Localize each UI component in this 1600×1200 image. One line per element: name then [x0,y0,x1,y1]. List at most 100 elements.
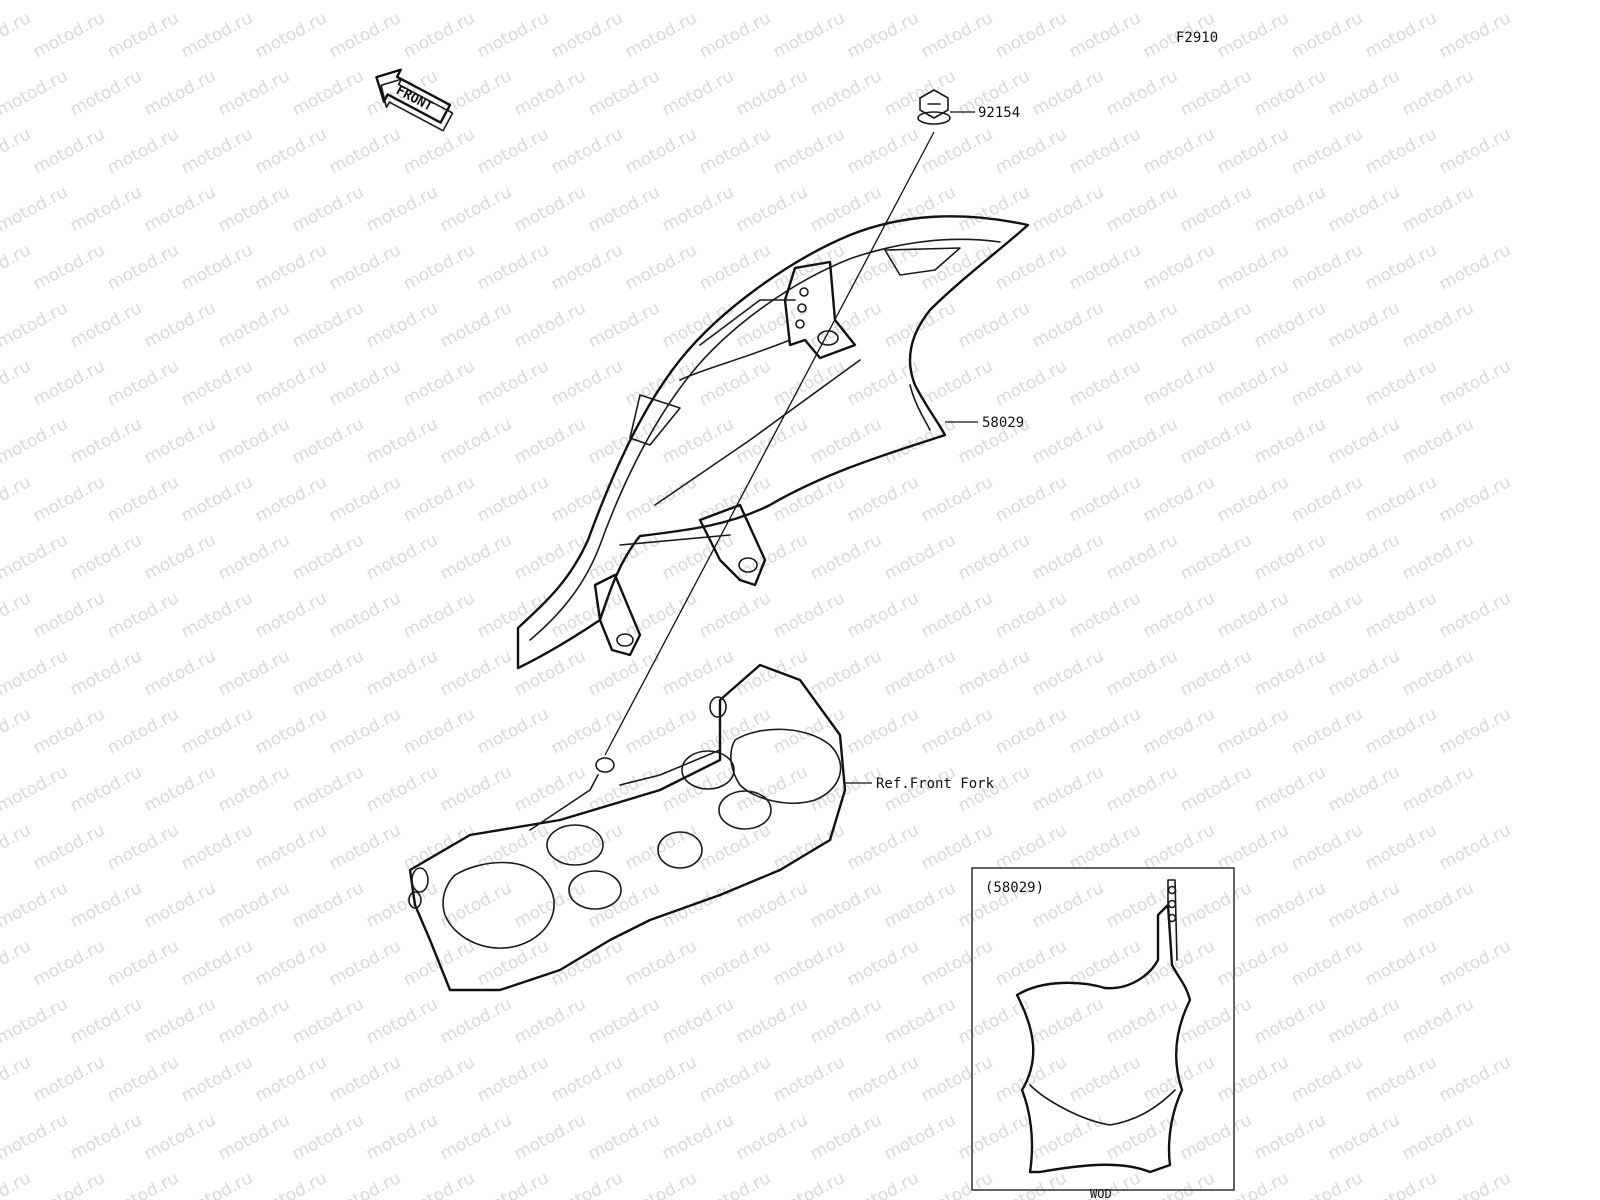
watermark-text: motod.ru [918,1168,996,1200]
watermark-text: motod.ru [696,8,774,62]
watermark-text: motod.ru [141,0,219,4]
watermark-text: motod.ru [548,240,626,294]
watermark-text: motod.ru [474,472,552,526]
watermark-text: motod.ru [844,936,922,990]
watermark-text: motod.ru [400,240,478,294]
callout-58029: 58029 [982,415,1024,431]
watermark-text: motod.ru [511,182,589,236]
watermark-text: motod.ru [326,356,404,410]
watermark-text: motod.ru [474,240,552,294]
watermark-text: motod.ru [1103,762,1181,816]
watermark-text: motod.ru [104,8,182,62]
watermark-text: motod.ru [659,1110,737,1164]
watermark-text: motod.ru [0,240,34,294]
watermark-text: motod.ru [474,1052,552,1106]
watermark-text: motod.ru [622,472,700,526]
watermark-text: motod.ru [178,356,256,410]
watermark-text: motod.ru [1177,0,1255,4]
watermark-text: motod.ru [141,762,219,816]
watermark-text: motod.ru [141,530,219,584]
watermark-text: motod.ru [1140,472,1218,526]
inset-part-ref: (58029) [985,880,1044,896]
watermark-text: motod.ru [1214,588,1292,642]
watermark-text: motod.ru [585,182,663,236]
watermark-text: motod.ru [1325,878,1403,932]
watermark-text: motod.ru [363,1110,441,1164]
bolt-part [917,89,951,125]
watermark-text: motod.ru [511,414,589,468]
watermark-text: motod.ru [178,240,256,294]
watermark-text: motod.ru [326,588,404,642]
watermark-text: motod.ru [1029,66,1107,120]
watermark-text: motod.ru [1362,356,1440,410]
watermark-text: motod.ru [918,8,996,62]
watermark-text: motod.ru [918,472,996,526]
watermark-text: motod.ru [1436,1052,1514,1106]
watermark-text: motod.ru [178,8,256,62]
watermark-text: motod.ru [1325,1110,1403,1164]
watermark-text: motod.ru [918,704,996,758]
watermark-text: motod.ru [252,704,330,758]
watermark-text: motod.ru [807,646,885,700]
watermark-text: motod.ru [215,878,293,932]
watermark-text: motod.ru [252,936,330,990]
watermark-text: motod.ru [141,66,219,120]
watermark-text: motod.ru [955,182,1033,236]
watermark-text: motod.ru [659,0,737,4]
watermark-text: motod.ru [918,356,996,410]
watermark-text: motod.ru [215,66,293,120]
watermark-text: motod.ru [1103,646,1181,700]
watermark-text: motod.ru [363,182,441,236]
watermark-text: motod.ru [252,472,330,526]
watermark-text: motod.ru [104,936,182,990]
watermark-layer: motod.rumotod.rumotod.rumotod.rumotod.ru… [0,0,1514,1200]
watermark-text: motod.ru [1251,414,1329,468]
watermark-text: motod.ru [0,762,71,816]
watermark-text: motod.ru [289,878,367,932]
watermark-text: motod.ru [585,298,663,352]
watermark-text: motod.ru [585,878,663,932]
watermark-text: motod.ru [511,1110,589,1164]
watermark-text: motod.ru [1325,530,1403,584]
watermark-text: motod.ru [252,820,330,874]
watermark-text: motod.ru [30,240,108,294]
watermark-text: motod.ru [0,472,34,526]
watermark-text: motod.ru [289,646,367,700]
watermark-text: motod.ru [622,704,700,758]
watermark-text: motod.ru [733,994,811,1048]
watermark-text: motod.ru [659,646,737,700]
watermark-text: motod.ru [437,1110,515,1164]
watermark-text: motod.ru [1214,124,1292,178]
watermark-text: motod.ru [1103,298,1181,352]
bolt-axis-line [604,131,935,756]
watermark-text: motod.ru [0,8,34,62]
watermark-text: motod.ru [104,820,182,874]
watermark-text: motod.ru [881,66,959,120]
watermark-text: motod.ru [1325,762,1403,816]
watermark-text: motod.ru [1251,182,1329,236]
watermark-text: motod.ru [1214,356,1292,410]
watermark-text: motod.ru [400,704,478,758]
watermark-text: motod.ru [733,878,811,932]
figure-code: F2910 [1176,30,1218,46]
watermark-text: motod.ru [289,298,367,352]
watermark-text: motod.ru [1140,588,1218,642]
watermark-text: motod.ru [1288,588,1366,642]
watermark-text: motod.ru [733,646,811,700]
watermark-text: motod.ru [1029,1110,1107,1164]
watermark-text: motod.ru [807,878,885,932]
watermark-text: motod.ru [1325,414,1403,468]
watermark-text: motod.ru [1251,994,1329,1048]
watermark-text: motod.ru [511,530,589,584]
watermark-text: motod.ru [807,414,885,468]
watermark-text: motod.ru [104,588,182,642]
watermark-text: motod.ru [733,182,811,236]
watermark-text: motod.ru [0,298,71,352]
watermark-text: motod.ru [733,0,811,4]
watermark-text: motod.ru [67,878,145,932]
watermark-text: motod.ru [1177,1110,1255,1164]
watermark-text: motod.ru [363,994,441,1048]
watermark-text: motod.ru [1399,878,1477,932]
watermark-text: motod.ru [1436,704,1514,758]
